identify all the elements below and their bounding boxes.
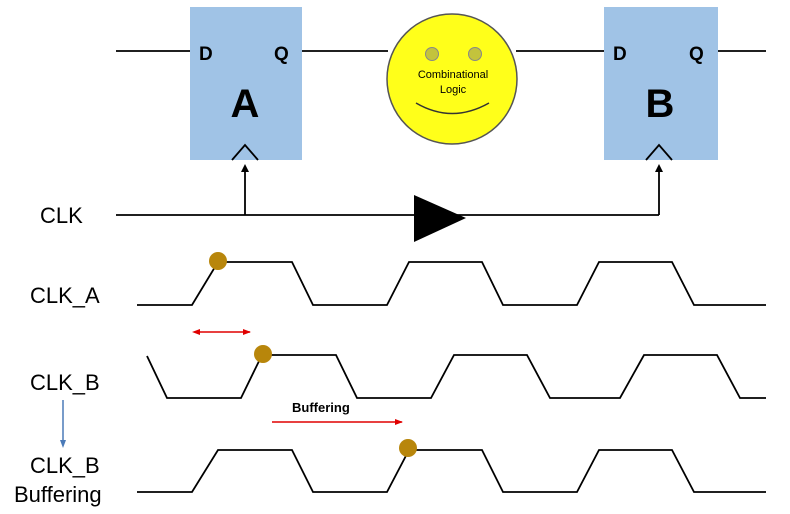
- buffering-annotation: Buffering: [292, 400, 350, 415]
- signal-label-clk: CLK: [40, 203, 83, 228]
- flipflop-a-name: A: [231, 82, 260, 126]
- waveform-clk-a: [137, 261, 766, 306]
- flipflop-b-name: B: [646, 82, 675, 126]
- signal-label-clk-a: CLK_A: [30, 283, 100, 308]
- flipflop-a-clock-triangle-icon: [231, 143, 259, 161]
- edge-marker-clk-b-buffering: [399, 439, 417, 457]
- waveform-clk-b: [146, 354, 766, 399]
- flipflop-a-q-pin: Q: [274, 44, 289, 65]
- edge-marker-clk-b: [254, 345, 272, 363]
- edge-marker-clk-a: [209, 252, 227, 270]
- logic-left-eye-icon: [425, 47, 439, 61]
- flipflop-a-d-pin: D: [199, 44, 213, 65]
- clock-buffer-icon: [414, 195, 466, 242]
- flipflop-a: D Q A: [190, 7, 302, 161]
- signal-label-clk-b-buffering-1: CLK_B: [30, 453, 100, 478]
- flipflop-b-clock-triangle-icon: [645, 143, 673, 161]
- signal-label-clk-b: CLK_B: [30, 370, 100, 395]
- combinational-logic: Combinational Logic: [386, 13, 518, 145]
- flipflop-b-body: [604, 7, 718, 160]
- signal-label-clk-b-buffering-2: Buffering: [14, 482, 102, 507]
- flipflop-a-body: [190, 7, 302, 160]
- flipflop-b: D Q B: [604, 7, 718, 161]
- logic-label-line1: Combinational: [418, 69, 488, 81]
- logic-right-eye-icon: [468, 47, 482, 61]
- logic-label-line2: Logic: [440, 84, 467, 96]
- logic-smile-icon: [415, 102, 490, 115]
- flipflop-b-q-pin: Q: [689, 44, 704, 65]
- flipflop-b-d-pin: D: [613, 44, 627, 65]
- waveform-clk-b-buffering: [137, 449, 766, 493]
- logic-face-icon: [386, 13, 518, 145]
